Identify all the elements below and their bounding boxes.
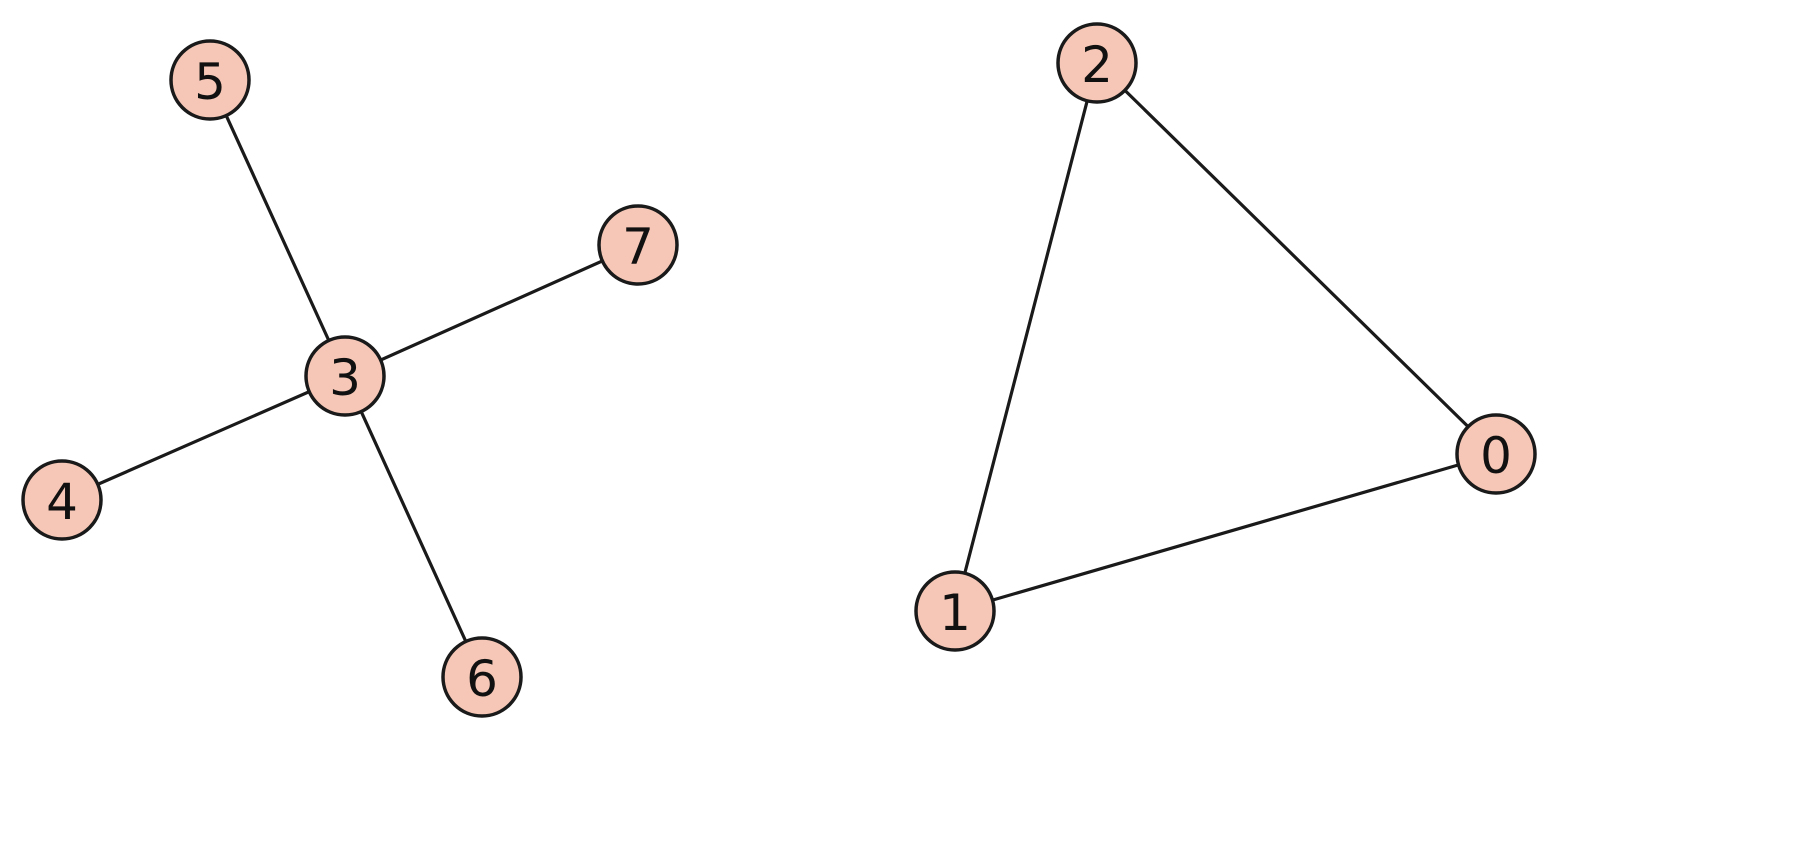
node-label-0: 0: [1480, 427, 1512, 485]
node-circle-7: [597, 204, 679, 286]
node-circle-6: [441, 636, 523, 718]
node-circle-5: [169, 39, 251, 121]
node-label-5: 5: [194, 53, 226, 111]
node-label-1: 1: [939, 584, 971, 642]
node-5: 5: [169, 39, 251, 121]
node-label-6: 6: [466, 650, 498, 708]
edge-3-7: [343, 243, 640, 378]
edge-3-5: [208, 78, 347, 378]
node-circle-3: [304, 335, 386, 417]
edge-3-6: [343, 374, 484, 679]
nodes-layer: 0 1 2 3 4 5 6 7: [21, 22, 1537, 718]
node-circle-4: [21, 459, 103, 541]
edge-2-0: [1095, 61, 1498, 456]
node-label-7: 7: [622, 218, 654, 276]
node-2: 2: [1056, 22, 1138, 104]
node-6: 6: [441, 636, 523, 718]
edges-layer: [60, 61, 1498, 679]
node-circle-0: [1455, 413, 1537, 495]
node-7: 7: [597, 204, 679, 286]
edge-3-4: [60, 374, 347, 502]
node-1: 1: [914, 570, 996, 652]
node-circle-2: [1056, 22, 1138, 104]
node-0: 0: [1455, 413, 1537, 495]
node-label-3: 3: [329, 349, 361, 407]
edge-2-1: [953, 61, 1099, 613]
node-label-2: 2: [1081, 36, 1113, 94]
node-label-4: 4: [46, 473, 78, 531]
node-circle-1: [914, 570, 996, 652]
node-3: 3: [304, 335, 386, 417]
edge-1-0: [953, 452, 1498, 613]
node-4: 4: [21, 459, 103, 541]
